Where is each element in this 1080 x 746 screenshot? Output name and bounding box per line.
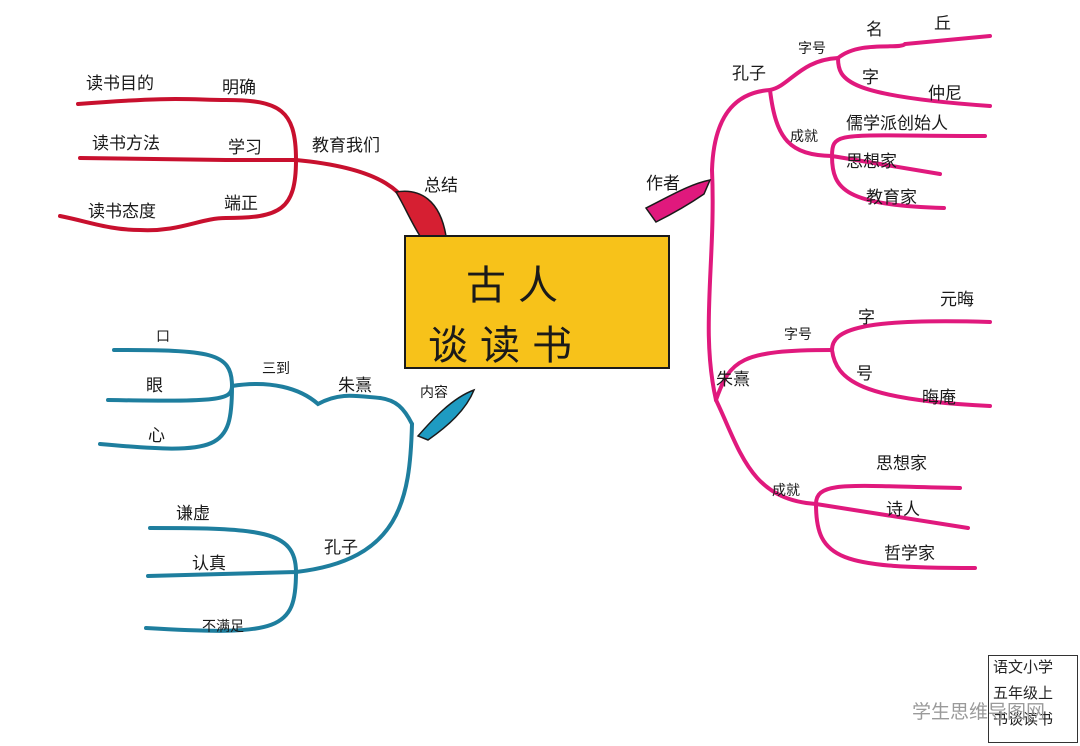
zhuxi-hao: 号	[856, 364, 873, 384]
author-to-kongzi	[710, 88, 772, 172]
summary-key-3: 端正	[224, 194, 258, 214]
kongzi-ach-3: 教育家	[866, 188, 917, 208]
author-tag-shape	[644, 178, 712, 223]
summary-leaf-2: 读书方法	[92, 134, 160, 154]
summary-leaf-3: 读书态度	[88, 202, 156, 222]
zhuxi-name: 朱熹	[716, 370, 750, 390]
corner-note-box: 语文小学 五年级上 书谈读书	[988, 655, 1078, 743]
center-title-line1: 古人	[466, 263, 570, 309]
note-line-3: 书谈读书	[993, 710, 1054, 728]
content-zhuxi-name: 朱熹	[338, 376, 372, 396]
author-trunk	[706, 168, 718, 402]
kongzi-zihao: 字号	[798, 41, 826, 57]
zhuxi-zi-val: 元晦	[940, 290, 974, 310]
content-leaf-kou: 口	[156, 329, 170, 345]
content-sanDao-split	[98, 348, 234, 451]
kongzi-zi: 字	[862, 68, 879, 88]
note-line-2: 五年级上	[993, 684, 1054, 702]
summary-tag: 总结	[424, 176, 458, 196]
kongzi-ming-val: 丘	[934, 14, 951, 34]
content-leaf-yan: 眼	[146, 376, 163, 396]
summary-key-2: 学习	[228, 138, 262, 158]
zhuxi-zihao-split	[830, 319, 992, 408]
kongzi-chengjiu-split	[830, 133, 987, 210]
summary-split	[224, 98, 298, 220]
zhuxi-ach-split	[814, 483, 977, 570]
summary-branch	[58, 97, 422, 234]
author-tag: 作者	[646, 174, 680, 194]
zhuxi-chengjiu-split	[714, 398, 818, 506]
note-line-1: 语文小学	[993, 658, 1054, 676]
summary-hub: 教育我们	[312, 136, 380, 156]
content-kongzi-split	[144, 526, 298, 633]
author-to-zhuxi	[714, 348, 834, 402]
content-leaf-renzhen: 认真	[192, 554, 226, 574]
content-leaf-qianxu: 谦虚	[176, 504, 210, 524]
summary-leaf-1: 读书目的	[86, 74, 154, 94]
summary-leaf-line-1	[76, 97, 228, 106]
summary-leaf-line-3	[58, 214, 228, 233]
kongzi-zi-val: 仲尼	[928, 84, 962, 104]
content-sandao: 三到	[262, 361, 290, 377]
content-trunk-bottom	[294, 422, 414, 574]
zhuxi-zihao: 字号	[784, 327, 812, 343]
kongzi-chengjiu: 成就	[790, 129, 818, 145]
kongzi-zihao-split	[836, 34, 992, 108]
kongzi-ach-1: 儒学派创始人	[846, 114, 948, 134]
kongzi-ach-2: 思想家	[846, 152, 897, 172]
content-trunk-top	[230, 382, 414, 426]
watermark-text: 学生思维导图网	[912, 701, 1046, 723]
zhuxi-ach-3: 哲学家	[884, 544, 935, 564]
kongzi-split	[768, 56, 840, 158]
kongzi-ming: 名	[866, 20, 883, 40]
summary-leaf-line-2	[78, 156, 228, 162]
zhuxi-hao-val: 晦庵	[922, 388, 956, 408]
zhuxi-chengjiu: 成就	[772, 483, 800, 499]
author-branch	[706, 34, 992, 570]
content-leaf-xin: 心	[148, 426, 165, 446]
zhuxi-zi: 字	[858, 308, 875, 328]
center-topic-box: 古人 谈读书	[404, 235, 670, 369]
summary-tag-shape	[394, 190, 447, 237]
summary-key-1: 明确	[222, 78, 256, 98]
content-branch	[98, 348, 414, 633]
kongzi-name: 孔子	[732, 64, 766, 84]
content-kongzi-name: 孔子	[324, 538, 358, 558]
content-tag: 内容	[420, 385, 448, 401]
zhuxi-ach-2: 诗人	[886, 500, 920, 520]
center-title-line2: 谈读书	[428, 323, 584, 369]
zhuxi-ach-1: 思想家	[876, 454, 927, 474]
content-tag-shape	[416, 388, 476, 441]
content-leaf-buman: 不满足	[202, 619, 244, 635]
